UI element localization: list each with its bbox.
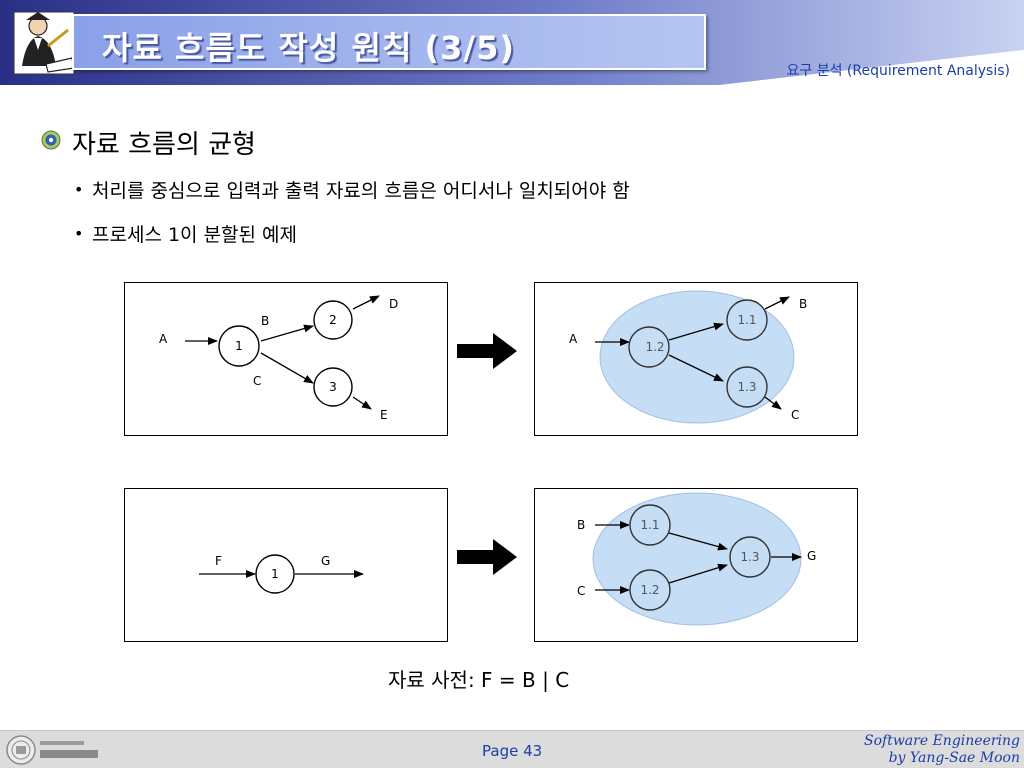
flow-arrow — [668, 354, 724, 382]
node-label: 2 — [329, 313, 337, 327]
flow-arrow-e — [352, 396, 372, 410]
node-label: 1 — [271, 567, 279, 581]
bullet-text: 처리를 중심으로 입력과 출력 자료의 흐름은 어디서나 일치되어야 함 — [92, 180, 630, 202]
node-label: 1 — [235, 339, 243, 353]
process-node — [313, 300, 353, 340]
flow-label: B — [577, 518, 585, 532]
flow-arrow-b — [260, 324, 314, 342]
right-arrow-icon — [457, 333, 517, 369]
flow-label: A — [159, 332, 168, 346]
bullet-text: 프로세스 1이 분할된 예제 — [92, 224, 298, 246]
flow-label: B — [799, 297, 807, 311]
subprocess-node — [628, 326, 670, 368]
flow-arrow-c — [764, 396, 782, 410]
flow-arrow-b — [764, 296, 790, 310]
flow-label: C — [791, 408, 799, 422]
flow-arrow-d — [352, 295, 380, 310]
emblem-bullet-icon — [41, 130, 61, 150]
node-label: 1.1 — [640, 518, 659, 532]
flow-label: A — [569, 332, 578, 346]
flow-arrow-c — [260, 352, 314, 384]
dfd-original-process: 1 F G — [124, 488, 448, 642]
right-arrow-icon — [457, 539, 517, 575]
page-number: Page 43 — [482, 742, 543, 760]
dfd-decomposed-process: 1.2 1.1 1.3 A B C — [534, 282, 858, 436]
writer-figure-icon — [13, 11, 75, 75]
footer-credit: Software Engineering by Yang-Sae Moon — [864, 733, 1020, 767]
flow-label: D — [389, 297, 398, 311]
flow-label: F — [215, 554, 222, 568]
flow-label: B — [261, 314, 269, 328]
flow-label: E — [380, 408, 388, 422]
flow-arrow — [668, 563, 728, 584]
dfd-original-process: 1 2 3 A B C D E — [124, 282, 448, 436]
node-label: 1.2 — [640, 583, 659, 597]
flow-arrow — [668, 322, 724, 341]
flow-arrow — [668, 532, 728, 551]
slide-header: 자료 흐름도 작성 원칙 (3/5) 요구 분석 (Requirement An… — [0, 0, 1024, 85]
dfd-decomposed-process: 1.1 1.2 1.3 B C G — [534, 488, 858, 642]
bullet-item: • 프로세스 1이 분할된 예제 — [74, 220, 297, 247]
author-credit: by Yang-Sae Moon — [888, 750, 1020, 766]
subprocess-node — [726, 299, 768, 341]
subprocess-node — [729, 536, 771, 578]
slide-footer: Page 43 Software Engineering by Yang-Sae… — [0, 730, 1024, 768]
process-node — [313, 367, 353, 407]
course-title: Software Engineering — [864, 733, 1020, 749]
subprocess-node — [629, 504, 671, 546]
title-box: 자료 흐름도 작성 원칙 (3/5) — [72, 14, 706, 70]
section-label: 요구 분석 (Requirement Analysis) — [786, 63, 1010, 79]
node-label: 1.3 — [740, 550, 759, 564]
subprocess-node — [629, 569, 671, 611]
flow-label: C — [577, 584, 585, 598]
bullet-dot: • — [74, 180, 84, 199]
flow-label: G — [321, 554, 330, 568]
node-label: 1.2 — [645, 340, 664, 354]
flow-label: C — [253, 374, 261, 388]
node-label: 1.1 — [737, 313, 756, 327]
slide-title: 자료 흐름도 작성 원칙 (3/5) — [102, 29, 515, 67]
data-dictionary-text: 자료 사전: F = B | C — [388, 668, 570, 692]
section-heading: 자료 흐름의 균형 — [72, 130, 256, 160]
subprocess-node — [726, 366, 768, 408]
process-node — [218, 325, 260, 367]
node-label: 1.3 — [737, 380, 756, 394]
bullet-dot: • — [74, 224, 84, 243]
flow-label: G — [807, 549, 816, 563]
node-label: 3 — [329, 380, 337, 394]
university-logo-icon — [6, 735, 98, 765]
bullet-item: • 처리를 중심으로 입력과 출력 자료의 흐름은 어디서나 일치되어야 함 — [74, 176, 630, 203]
process-node — [255, 554, 295, 594]
